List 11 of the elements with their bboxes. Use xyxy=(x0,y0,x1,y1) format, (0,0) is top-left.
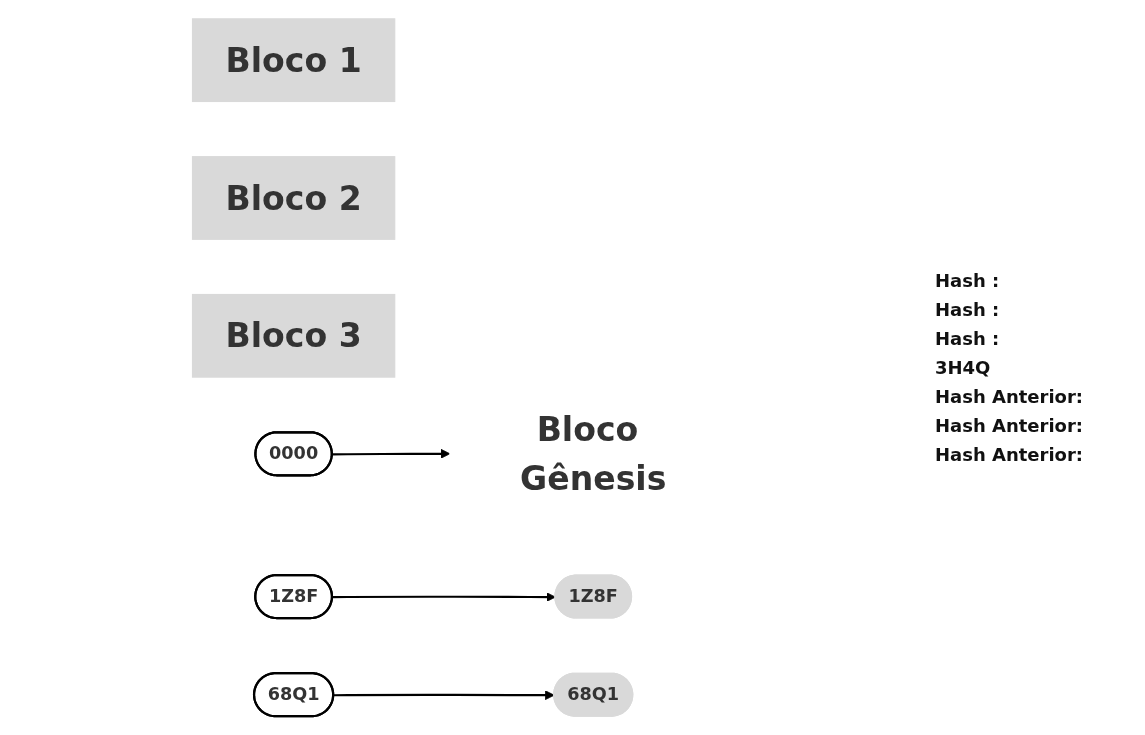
node-box: Bloco 1 xyxy=(191,18,396,103)
label-text: Hash Anterior: xyxy=(935,444,1085,465)
node-text: Bloco Gênesis xyxy=(520,409,667,498)
label-text: Hash : xyxy=(935,328,1001,349)
label-text: 3H4Q xyxy=(935,357,992,378)
label-text: Hash : xyxy=(935,270,1001,291)
node-box: Bloco 3 xyxy=(191,293,396,378)
label-text: Hash Anterior: xyxy=(935,386,1085,407)
label-text: Hash Anterior: xyxy=(935,415,1085,436)
node-box: Bloco 2 xyxy=(191,156,396,240)
label-text: Hash : xyxy=(935,299,1001,320)
